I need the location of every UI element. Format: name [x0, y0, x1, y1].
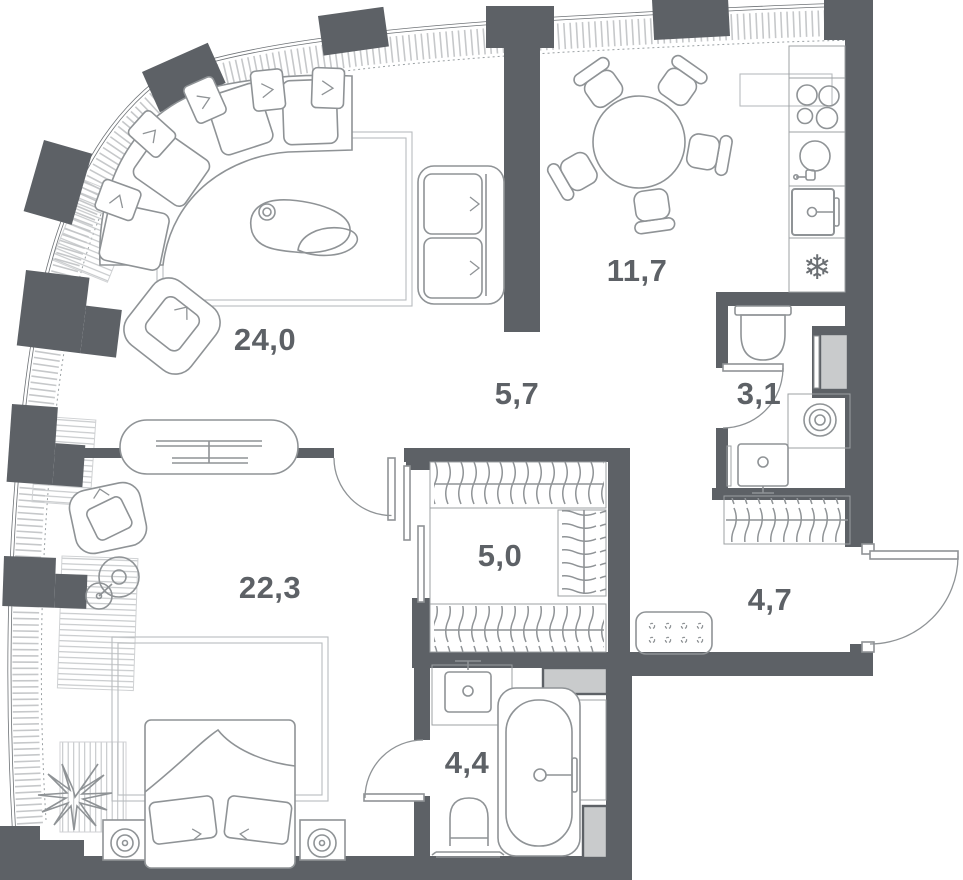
- wall-bath-main-right: [606, 652, 632, 880]
- shaft-bath-main-bottom: [581, 804, 609, 860]
- bed: [144, 719, 296, 869]
- facade-pillars: [2, 0, 848, 609]
- coat-closet: [723, 495, 851, 545]
- bathroom-small: [726, 305, 851, 494]
- armchair-living: [123, 277, 221, 375]
- label-kitchen-dining: 11,7: [607, 253, 668, 288]
- doormat-marks: [648, 622, 704, 644]
- wall-bed-closet-stub-bottom: [412, 598, 430, 660]
- entrance-hall: [635, 611, 713, 655]
- wall-living-kitchen: [504, 8, 540, 332]
- wall-bath-main-left-upper: [414, 652, 430, 740]
- wall-closet-top: [404, 448, 630, 462]
- vanity-small: [726, 443, 789, 494]
- kitchen-dining: ❄: [546, 45, 846, 293]
- boiler: [787, 393, 851, 449]
- label-bedroom: 22,3: [239, 570, 301, 605]
- wall-bath-main-left-lower: [414, 796, 430, 860]
- door-bedroom: [333, 457, 396, 521]
- kitchen-sink-square: [791, 188, 840, 236]
- candle: [258, 203, 276, 221]
- wall-right: [845, 0, 873, 547]
- wall-corridor-right: [608, 448, 630, 662]
- bath-niche-shelf: [577, 699, 607, 801]
- kitchen-counter: ❄: [788, 45, 846, 293]
- label-entrance-hall: 4,7: [748, 582, 793, 617]
- dining-table: [592, 95, 686, 189]
- door-closet-sliding: [403, 465, 425, 603]
- wardrobe-console: [119, 419, 299, 475]
- kitchen-sink-round: [792, 140, 831, 181]
- wall-hall-bottom: [608, 652, 873, 676]
- living-room: [94, 66, 505, 375]
- fridge-icon: ❄: [803, 248, 832, 288]
- wall-bath-small-left-lower: [716, 428, 728, 500]
- floor-lamp: [85, 556, 140, 610]
- towel-rail: [431, 851, 505, 858]
- door-bathroom-small: [722, 363, 784, 429]
- hanger-rod-bottom: [434, 606, 604, 652]
- washing-machine: [818, 332, 850, 392]
- convector-kitchen: [739, 73, 833, 107]
- mirror: [726, 445, 732, 487]
- dining-chairs: [546, 54, 733, 235]
- doormat: [635, 611, 713, 655]
- label-bathroom-main: 4,4: [445, 745, 490, 780]
- label-walk-in-closet: 5,0: [478, 538, 523, 573]
- nightstand-right: [299, 819, 346, 861]
- wall-bed-closet-stub-top: [406, 448, 430, 470]
- wall-closet-bath-divider: [412, 652, 614, 668]
- plant: [37, 763, 113, 831]
- bedroom: [37, 419, 346, 869]
- toilet-small: [734, 305, 792, 361]
- armchair-bedroom: [68, 481, 148, 555]
- door-entrance: [861, 543, 959, 653]
- loveseat: [417, 165, 505, 305]
- door-bathroom-main: [363, 739, 425, 802]
- toilet-main: [449, 797, 489, 846]
- shafts: [541, 332, 850, 860]
- wall-bath-small-left-upper: [716, 292, 728, 368]
- sofa-sectional: [94, 66, 353, 271]
- cooktop: [796, 84, 840, 130]
- nightstand-left: [102, 819, 149, 861]
- wall-bath-small-bottom: [712, 488, 854, 500]
- wall-bath-small-top: [716, 292, 854, 306]
- label-bathroom-small: 3,1: [737, 376, 782, 411]
- washing-machine-door: [813, 335, 820, 389]
- walk-in-closet: [429, 461, 607, 653]
- label-hallway: 5,7: [495, 376, 540, 411]
- doors: [333, 363, 959, 802]
- coffee-table: [250, 199, 359, 257]
- label-living-room: 24,0: [234, 322, 296, 357]
- bathtub: [497, 687, 581, 857]
- bathroom-main: [431, 660, 581, 858]
- room-labels: 24,0 11,7 5,7 3,1 22,3 5,0 4,7 4,4: [234, 253, 792, 780]
